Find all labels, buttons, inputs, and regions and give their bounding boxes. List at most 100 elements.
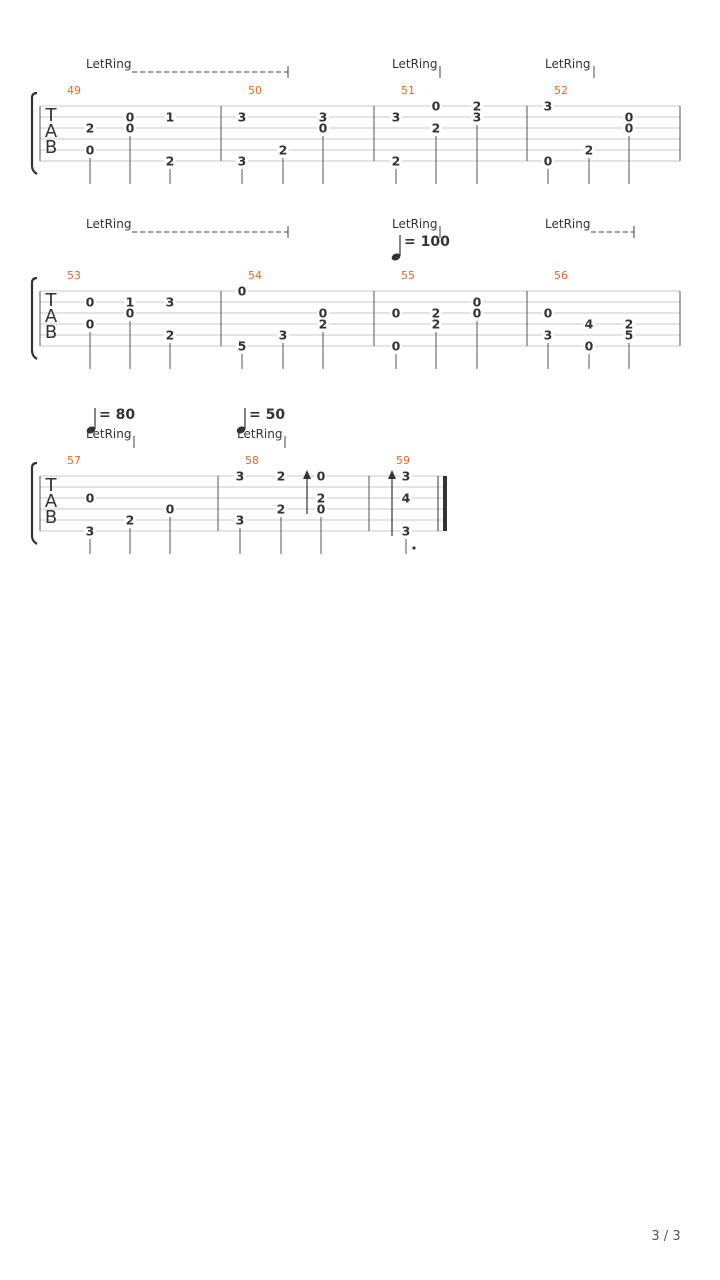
bar-number: 50	[248, 84, 262, 97]
fret-background	[317, 307, 329, 319]
system-bracket	[30, 276, 38, 360]
fret-background	[84, 318, 96, 330]
letring-label: LetRing	[86, 217, 131, 231]
fret-number: 2	[473, 99, 482, 114]
fret-number: 3	[392, 110, 401, 125]
final-barline	[443, 476, 447, 531]
fret-background	[236, 285, 248, 297]
fret-background	[390, 307, 402, 319]
fret-background	[315, 503, 327, 515]
fret-background	[164, 503, 176, 515]
fret-number: 0	[544, 154, 553, 169]
tab-clef-letter: B	[45, 322, 57, 343]
fret-number: 0	[392, 339, 401, 354]
dot-icon	[412, 546, 416, 550]
fret-background	[430, 122, 442, 134]
fret-background	[84, 492, 96, 504]
fret-number: 2	[277, 502, 286, 517]
fret-number: 2	[126, 513, 135, 528]
fret-background	[471, 100, 483, 112]
fret-number: 0	[126, 306, 135, 321]
fret-background	[164, 329, 176, 341]
fret-number: 0	[392, 306, 401, 321]
fret-background	[84, 525, 96, 537]
fret-number: 3	[236, 469, 245, 484]
fret-background	[430, 318, 442, 330]
fret-background	[234, 470, 246, 482]
fret-background	[623, 111, 635, 123]
fret-number: 0	[166, 502, 175, 517]
fret-number: 0	[473, 306, 482, 321]
tab-clef-letter: B	[45, 137, 57, 158]
fret-number: 0	[86, 317, 95, 332]
quarter-note-icon	[86, 426, 96, 434]
fret-number: 2	[432, 121, 441, 136]
fret-number: 4	[585, 317, 594, 332]
fret-number: 3	[279, 328, 288, 343]
fret-background	[124, 296, 136, 308]
fret-background	[124, 122, 136, 134]
fret-number: 0	[126, 121, 135, 136]
fret-number: 2	[277, 469, 286, 484]
fret-number: 2	[279, 143, 288, 158]
fret-number: 0	[625, 110, 634, 125]
fret-background	[124, 111, 136, 123]
fret-background	[84, 122, 96, 134]
fret-number: 2	[86, 121, 95, 136]
fret-background	[124, 514, 136, 526]
fret-background	[84, 296, 96, 308]
fret-number: 3	[86, 524, 95, 539]
fret-background	[317, 111, 329, 123]
fret-number: 5	[238, 339, 247, 354]
fret-background	[315, 470, 327, 482]
tab-clef-letter: A	[45, 121, 58, 142]
fret-number: 2	[392, 154, 401, 169]
tempo-value: = 80	[99, 407, 135, 423]
fret-number: 0	[544, 306, 553, 321]
fret-number: 2	[166, 328, 175, 343]
tab-clef-letter: B	[45, 507, 57, 528]
fret-background	[400, 470, 412, 482]
fret-background	[471, 111, 483, 123]
fret-background	[400, 525, 412, 537]
arrow-up-icon	[388, 470, 396, 479]
tempo-value: = 100	[404, 234, 450, 250]
fret-number: 3	[544, 328, 553, 343]
fret-background	[275, 503, 287, 515]
fret-number: 2	[625, 317, 634, 332]
fret-background	[277, 329, 289, 341]
fret-number: 0	[238, 284, 247, 299]
tab-clef-letter: A	[45, 306, 58, 327]
fret-background	[542, 329, 554, 341]
tempo-mark: = 50	[236, 407, 285, 434]
fret-number: 2	[585, 143, 594, 158]
fret-number: 0	[317, 469, 326, 484]
tempo-mark: = 100	[391, 234, 450, 261]
letring-label: LetRing	[237, 427, 282, 441]
fret-background	[430, 100, 442, 112]
fret-number: 4	[402, 491, 411, 506]
fret-background	[164, 111, 176, 123]
tab-clef-letter: T	[45, 290, 58, 311]
letring-label: LetRing	[392, 57, 437, 71]
fret-number: 3	[238, 110, 247, 125]
fret-number: 3	[166, 295, 175, 310]
tab-clef-letter: A	[45, 491, 58, 512]
fret-number: 3	[402, 469, 411, 484]
bar-number: 51	[401, 84, 415, 97]
tempo-value: = 50	[249, 407, 285, 423]
fret-number: 0	[319, 121, 328, 136]
fret-number: 0	[319, 306, 328, 321]
fret-background	[317, 122, 329, 134]
bar-number: 49	[67, 84, 81, 97]
fret-background	[390, 340, 402, 352]
fret-number: 2	[166, 154, 175, 169]
quarter-note-icon	[236, 426, 246, 434]
tempo-mark: = 80	[86, 407, 135, 434]
fret-number: 0	[625, 121, 634, 136]
fret-background	[275, 470, 287, 482]
fret-background	[471, 296, 483, 308]
letring-label: LetRing	[86, 427, 131, 441]
fret-number: 2	[432, 317, 441, 332]
fret-number: 2	[432, 306, 441, 321]
